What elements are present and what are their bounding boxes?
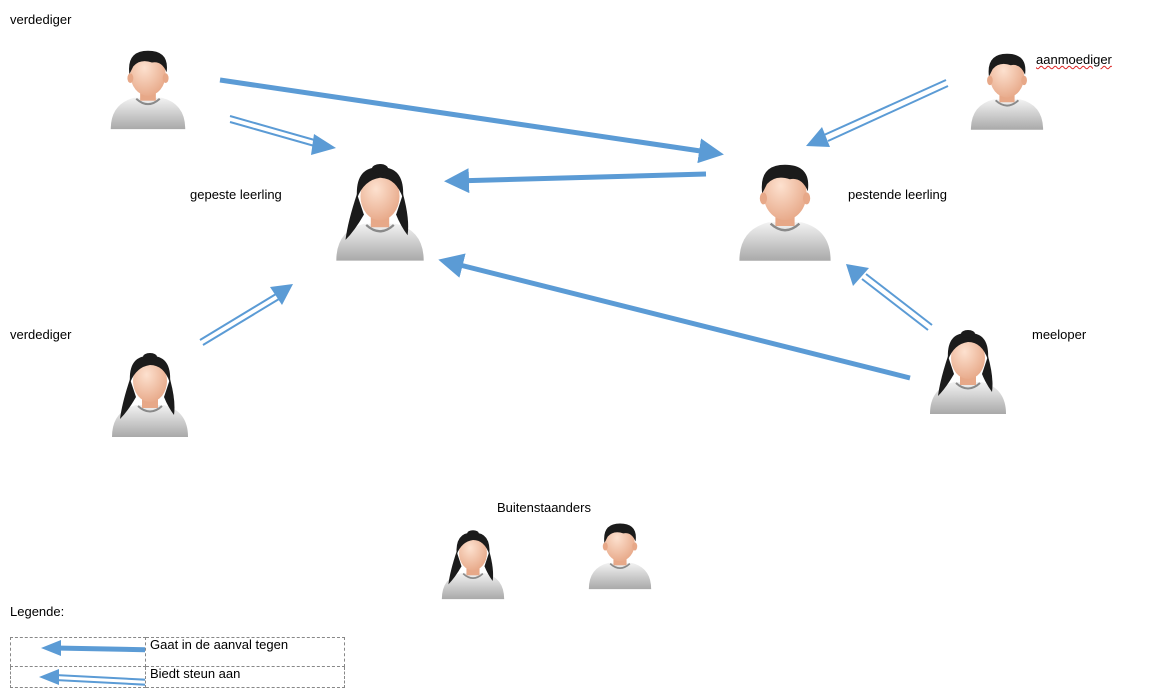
legend-attack-text: Gaat in de aanval tegen <box>145 637 345 667</box>
label-encourager: aanmoediger <box>1036 52 1112 67</box>
outsider-male-avatar <box>588 522 652 590</box>
support-arrows <box>199 79 949 346</box>
victim-avatar <box>335 162 425 262</box>
legend: Gaat in de aanval tegen Biedt steun aan <box>10 637 345 688</box>
legend-attack-symbol <box>10 637 146 667</box>
encourager-avatar <box>969 52 1045 131</box>
arrow-defender-supports-victim <box>229 115 336 155</box>
label-bully: pestende leerling <box>848 187 948 202</box>
arrow-follower-to-victim <box>438 253 911 381</box>
attack-arrows <box>219 77 911 381</box>
label-outsiders: Buitenstaanders <box>497 500 591 515</box>
arrow-bully-to-victim <box>444 168 707 194</box>
outsider-female-avatar <box>441 529 505 600</box>
defender-top-avatar <box>109 49 187 131</box>
defender-bottom-avatar <box>111 352 189 438</box>
legend-row-support: Biedt steun aan <box>10 666 345 688</box>
legend-row-attack: Gaat in de aanval tegen <box>10 637 345 667</box>
follower-avatar <box>929 329 1007 415</box>
arrow-defender2-supports-victim <box>199 284 293 346</box>
arrow-defender-to-bully <box>219 77 724 164</box>
arrow-follower-supports-bully <box>846 264 933 331</box>
legend-support-text: Biedt steun aan <box>145 666 345 688</box>
legend-support-symbol <box>10 666 146 688</box>
legend-title: Legende: <box>10 604 65 619</box>
arrow-encourager-supports-bully <box>806 79 949 147</box>
label-follower: meeloper <box>1032 327 1087 342</box>
bully-avatar <box>738 163 832 262</box>
label-victim: gepeste leerling <box>190 187 282 202</box>
label-defender-top: verdediger <box>10 12 72 27</box>
label-defender-bottom: verdediger <box>10 327 72 342</box>
